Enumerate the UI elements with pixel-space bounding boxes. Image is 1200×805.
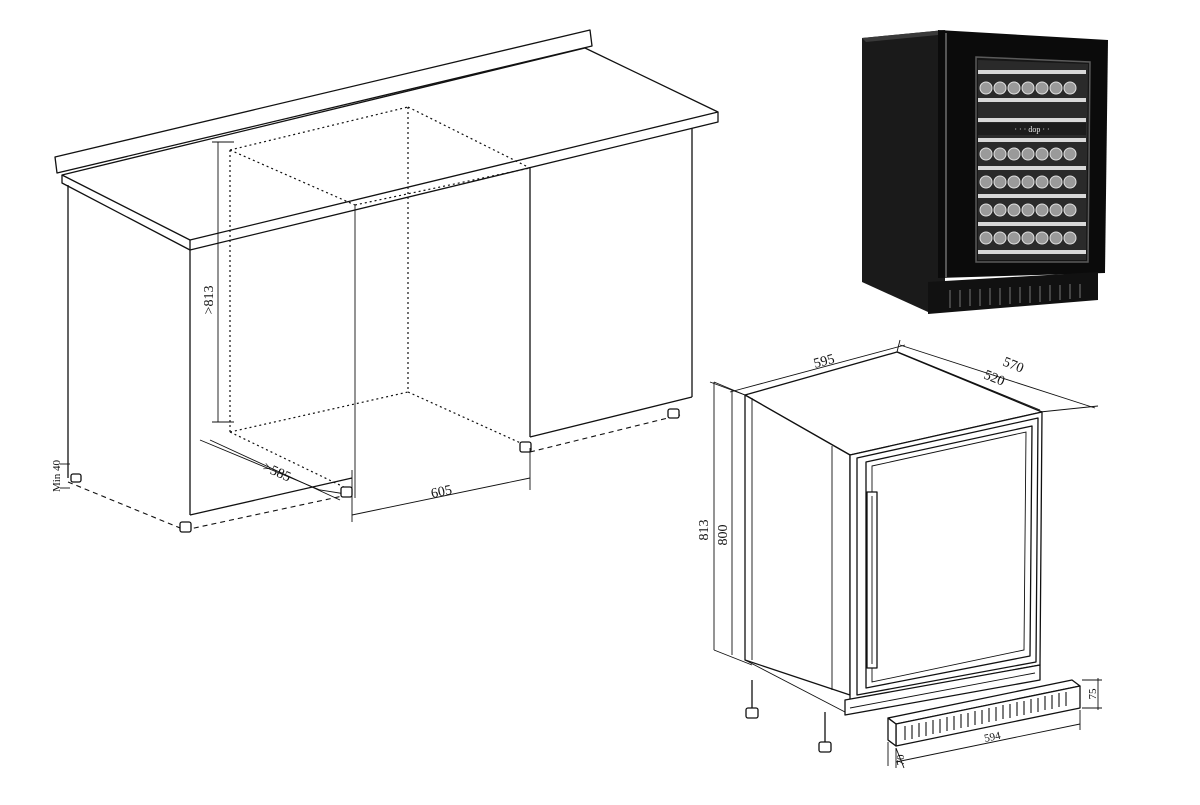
kickplate-vents <box>904 692 1067 740</box>
cabinet-depth-dimension: >585 <box>209 439 341 501</box>
appliance-height-label: 813 <box>697 520 712 541</box>
photo-base-grille <box>928 272 1098 314</box>
right-cabinet <box>529 128 693 438</box>
kickplate-drawing: 594 75 70 <box>887 678 1102 769</box>
kickplate-width-label: 594 <box>983 730 1002 745</box>
floor-outline <box>67 414 681 531</box>
kickplate-depth-dimension: 70 <box>887 742 907 769</box>
cabinet-height-label: >813 <box>202 286 217 315</box>
wine-cooler-photo: · · · dop · · <box>862 30 1108 314</box>
appliance-inner-height-label: 800 <box>716 525 731 546</box>
countertop <box>54 29 719 251</box>
kickplate-width-dimension: 594 <box>895 710 1081 768</box>
cabinet-width-label: 605 <box>430 483 454 502</box>
appliance-inner-height-dimension: 800 <box>716 390 733 655</box>
cabinet-clearance-label: Min 40 <box>51 459 63 492</box>
kickplate-height-dimension: 75 <box>1082 678 1102 710</box>
appliance-height-dimension: 813 <box>697 381 753 666</box>
appliance-feet <box>745 680 832 753</box>
cabinet-drawing: >813 >585 605 Min 40 <box>51 29 719 533</box>
appliance-width-label: 595 <box>812 352 836 372</box>
appliance-drawing: 595 570 520 813 800 <box>697 339 1099 753</box>
appliance-handle <box>866 491 878 669</box>
kickplate-depth-label: 70 <box>895 754 907 766</box>
appliance-inner-depth-label: 520 <box>982 368 1007 390</box>
appliance-inner-depth-dimension: 520 <box>897 351 1041 411</box>
cabinet-depth-label: >585 <box>260 460 293 485</box>
cabinet-clearance-dimension: Min 40 <box>51 459 70 492</box>
left-cabinet <box>67 185 353 516</box>
door-display-text: · · · dop · · <box>1014 125 1049 134</box>
cabinet-height-dimension: >813 <box>202 141 234 423</box>
appliance-depth-dimension: 570 <box>899 344 1099 413</box>
kickplate-height-label: 75 <box>1087 688 1099 700</box>
appliance-depth-label: 570 <box>1001 355 1026 377</box>
door-window: · · · dop · · <box>975 56 1091 263</box>
cabinet-width-dimension: 605 <box>351 448 531 522</box>
cabinet-feet <box>70 408 680 533</box>
